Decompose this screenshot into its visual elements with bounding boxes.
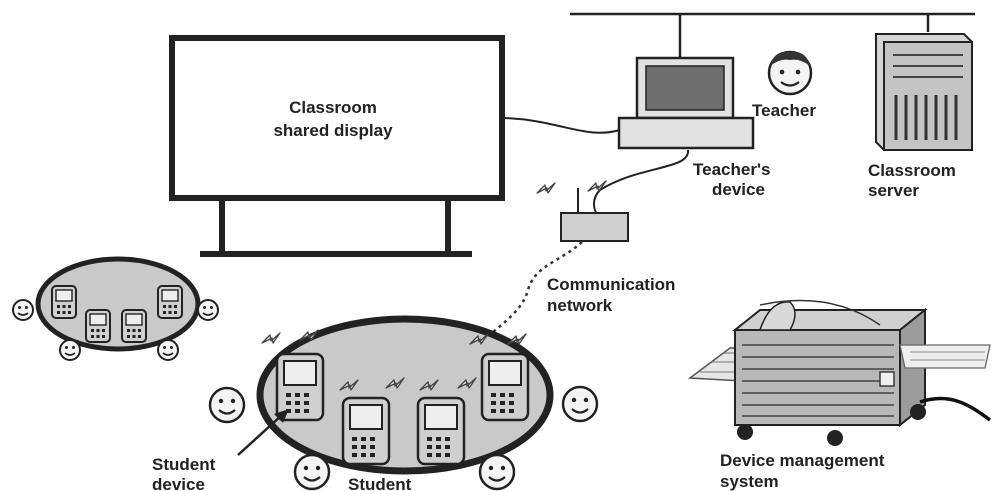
student-face-icon xyxy=(561,385,599,423)
dms-label-line2: system xyxy=(720,472,779,491)
classroom-server-icon xyxy=(875,33,973,151)
student-device-icon xyxy=(341,396,391,466)
wireless-access-point-icon xyxy=(536,180,629,242)
display-label-line2: shared display xyxy=(273,121,393,140)
display-label-line1: Classroom xyxy=(289,98,377,117)
teacher-face-icon xyxy=(767,50,813,96)
teachers-device xyxy=(617,56,755,150)
student-device-icon xyxy=(275,352,325,422)
student-face-icon xyxy=(59,339,81,361)
network-label-line2: network xyxy=(547,296,613,315)
student-device-icon xyxy=(416,396,466,466)
large-student-group xyxy=(256,315,554,475)
teachers-device-label-line2: device xyxy=(712,180,765,199)
server-label-line2: server xyxy=(868,181,919,200)
student-face-icon xyxy=(12,299,34,321)
network-backbone xyxy=(570,12,975,58)
student-device-icon xyxy=(480,352,530,422)
student-face-icon xyxy=(478,453,516,491)
device-management-cart-icon xyxy=(687,299,992,446)
student-face-icon xyxy=(197,299,219,321)
small-student-group xyxy=(35,256,201,352)
classroom-shared-display xyxy=(169,35,505,257)
teachers-device-label-line1: Teacher's xyxy=(693,160,770,179)
student-face-icon xyxy=(208,386,246,424)
router-cable xyxy=(593,149,690,215)
student-device-label-line1: Student xyxy=(152,455,216,474)
network-label-line1: Communication xyxy=(547,275,675,294)
student-device-label-line2: device xyxy=(152,475,205,491)
student-device-pointer xyxy=(237,409,289,456)
display-cable xyxy=(503,117,621,134)
dms-label-line1: Device management xyxy=(720,451,885,470)
server-label-line1: Classroom xyxy=(868,161,956,180)
student-label: Student xyxy=(348,475,412,491)
student-face-icon xyxy=(293,453,331,491)
student-face-icon xyxy=(157,339,179,361)
teacher-label: Teacher xyxy=(752,101,816,120)
